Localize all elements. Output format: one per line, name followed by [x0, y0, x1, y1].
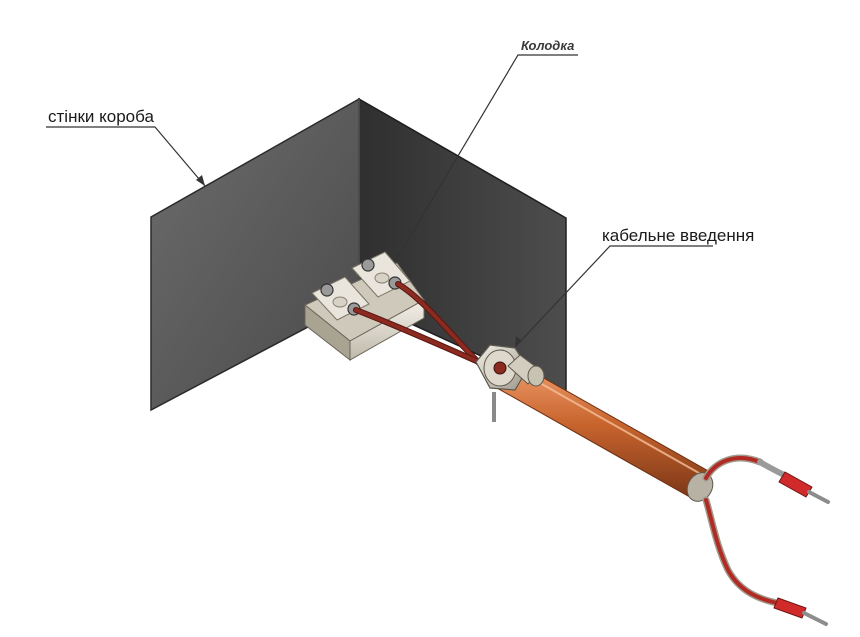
walls-label: стінки короба	[48, 107, 154, 126]
walls-leader	[46, 126, 206, 187]
leader-arrowheads	[196, 175, 522, 347]
output-wires	[702, 454, 793, 608]
left-wall	[150, 97, 360, 412]
ferrule-top	[778, 471, 830, 504]
block-leader	[394, 54, 578, 263]
internal-wires	[353, 281, 493, 375]
gland-leader	[514, 245, 713, 348]
gland-label: кабельне введення	[602, 226, 754, 245]
block-label: Колодка	[521, 38, 574, 53]
callout-leaders	[46, 54, 713, 348]
cable-gland	[475, 344, 545, 422]
right-wall	[358, 97, 567, 397]
ferrule-bottom	[773, 597, 828, 626]
terminal-block	[304, 251, 425, 362]
